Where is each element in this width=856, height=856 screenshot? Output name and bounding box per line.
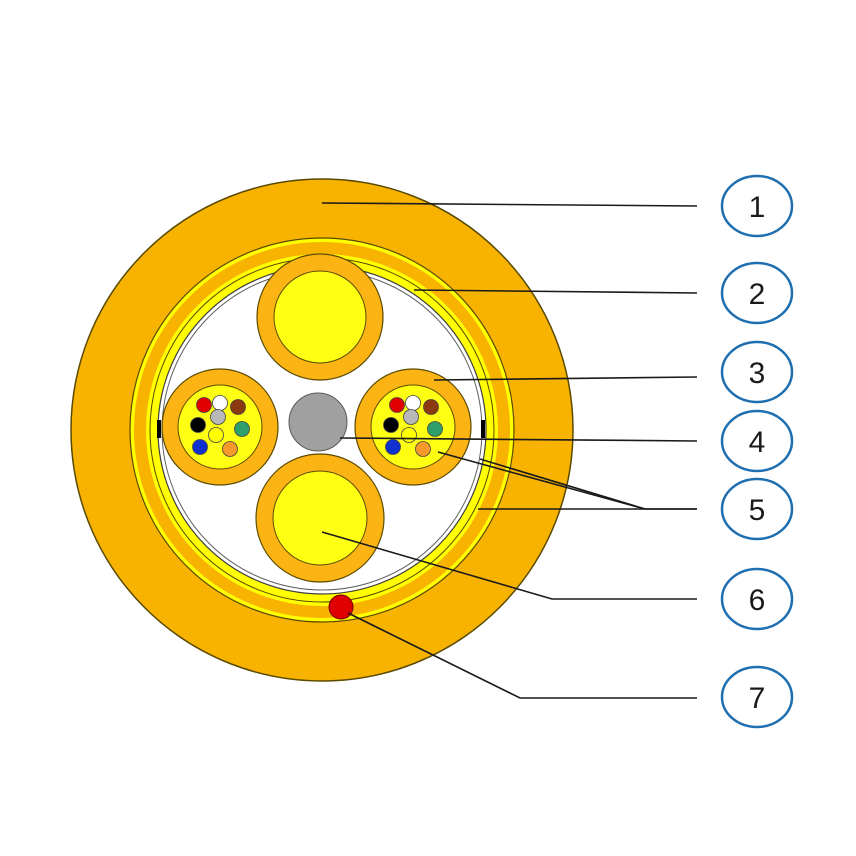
leader-lines	[321, 202, 698, 699]
ripcord	[328, 594, 354, 620]
leader-line-5c	[479, 458, 646, 510]
callout-4-label: 4	[749, 426, 766, 459]
fiber	[196, 397, 212, 413]
fiber	[190, 417, 206, 433]
callout-2: 2	[720, 261, 794, 325]
leader-line-1	[321, 202, 698, 207]
fiber	[389, 397, 405, 413]
callout-6: 6	[720, 567, 794, 631]
callout-5: 5	[720, 477, 794, 541]
binder-marker-right	[481, 420, 485, 438]
leader-line-7	[347, 612, 697, 699]
callout-6-label: 6	[749, 584, 766, 617]
fiber	[401, 427, 417, 443]
left-loose-tube	[161, 368, 279, 486]
binder-marker-left	[157, 420, 161, 438]
fiber	[427, 421, 443, 437]
bottom-filler-tube	[255, 453, 385, 583]
fiber	[230, 399, 246, 415]
callout-2-label: 2	[749, 278, 766, 311]
callout-7: 7	[720, 665, 794, 729]
top-filler-tube	[256, 253, 384, 381]
fiber	[222, 441, 238, 457]
leader-line-3	[433, 376, 698, 381]
fiber	[212, 395, 228, 411]
leader-line-2	[413, 289, 698, 294]
fiber	[415, 441, 431, 457]
fiber	[423, 399, 439, 415]
right-loose-tube	[354, 368, 472, 486]
callout-7-label: 7	[749, 682, 766, 715]
fiber	[210, 409, 226, 425]
fiber	[192, 439, 208, 455]
callout-3: 3	[720, 340, 794, 404]
fiber	[385, 439, 401, 455]
callout-4: 4	[720, 409, 794, 473]
leader-line-6	[321, 531, 697, 600]
callout-5-label: 5	[749, 494, 766, 527]
central-strength-member	[288, 392, 348, 452]
callout-1-label: 1	[749, 191, 766, 224]
leader-line-4	[339, 437, 698, 442]
callout-1: 1	[720, 174, 794, 238]
fiber	[234, 421, 250, 437]
fiber	[403, 409, 419, 425]
fiber	[208, 427, 224, 443]
left-tube-fibers	[190, 395, 250, 457]
fiber	[383, 417, 399, 433]
inner-sheath	[134, 242, 510, 618]
fiber	[405, 395, 421, 411]
callout-3-label: 3	[749, 357, 766, 390]
